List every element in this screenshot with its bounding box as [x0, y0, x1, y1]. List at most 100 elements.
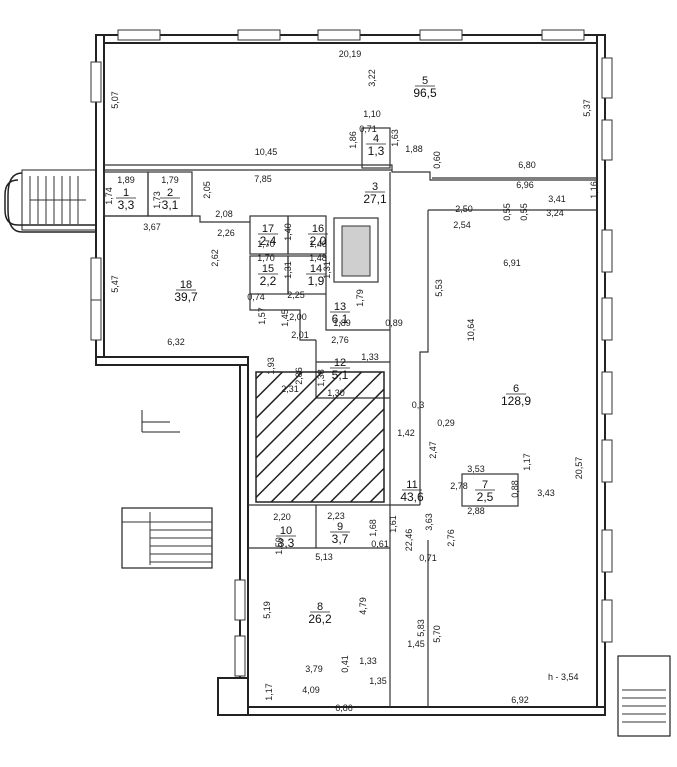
- room-area: 27,1: [363, 192, 387, 206]
- dimension-label: 1,31: [283, 261, 293, 279]
- dimension-label: 10,45: [255, 147, 278, 157]
- dimension-label: 2,76: [331, 335, 349, 345]
- dimension-label: 1,86: [348, 131, 358, 149]
- dimension-label: 7,85: [254, 174, 272, 184]
- dimension-label: 1,89: [333, 318, 351, 328]
- dimension-label: 1,89: [117, 175, 135, 185]
- dimension-label: 1,63: [390, 129, 400, 147]
- room-number: 7: [482, 479, 488, 491]
- room-area: 39,7: [174, 290, 198, 304]
- room-area: 26,2: [308, 612, 332, 626]
- room-area: 3,3: [118, 198, 135, 212]
- dimension-label: 2,20: [273, 512, 291, 522]
- room-area: 2,0: [310, 234, 327, 248]
- room-area: 3,7: [332, 532, 349, 546]
- dimension-label: 22,46: [404, 529, 414, 552]
- room-number: 18: [180, 279, 192, 291]
- dimension-label: 1,40: [283, 223, 293, 241]
- dimension-label: 0,29: [437, 418, 455, 428]
- room-area: 3,1: [162, 198, 179, 212]
- room-number: 11: [406, 479, 417, 491]
- dimension-label: 4,09: [302, 685, 320, 695]
- dimension-label: 0,3: [412, 400, 425, 410]
- hatched-shaft: [255, 371, 385, 503]
- dimension-label: 1,46: [309, 239, 327, 249]
- dimension-label: 0,71: [419, 553, 437, 563]
- dimension-label: 3,24: [546, 208, 564, 218]
- room-number: 12: [334, 357, 346, 369]
- room-area: 96,5: [413, 86, 437, 100]
- dimension-label: 6,92: [511, 695, 529, 705]
- dimension-label: 6,86: [335, 703, 353, 713]
- room-area: 1,9: [308, 274, 325, 288]
- dimension-label: 1,31: [322, 261, 332, 279]
- dimension-label: 1,68: [368, 519, 378, 537]
- dimension-label: 0,61: [371, 539, 389, 549]
- dimension-label: 2,76: [446, 529, 456, 547]
- dimension-label: 5,13: [315, 552, 333, 562]
- dimension-label: 2,08: [215, 209, 233, 219]
- dimension-label: 1,70: [257, 239, 275, 249]
- room-area: 2,2: [260, 274, 277, 288]
- dimension-label: 6,32: [167, 337, 185, 347]
- room-area: 3,3: [278, 536, 295, 550]
- dimension-label: 2,26: [217, 228, 235, 238]
- dimension-label: 1,38: [316, 369, 326, 387]
- dimension-label: 20,19: [339, 49, 362, 59]
- dimension-label: 0,74: [247, 292, 265, 302]
- height-mark: h - 3,54: [548, 672, 579, 682]
- dimension-label: 5,70: [432, 625, 442, 643]
- room-number: 15: [262, 263, 274, 275]
- dimension-label: 0,89: [385, 318, 403, 328]
- dimension-label: 2,25: [287, 290, 305, 300]
- dimension-label: 1,93: [266, 357, 276, 375]
- room-number: 17: [262, 223, 274, 235]
- dimension-label: 2,86: [294, 367, 304, 385]
- dimension-label: 5,83: [416, 619, 426, 637]
- room-area: 1,3: [368, 144, 385, 158]
- room-area: 5,1: [332, 368, 349, 382]
- dimension-label: 1,10: [363, 109, 381, 119]
- dimension-label: 3,43: [537, 488, 555, 498]
- dimension-label: 1,79: [355, 289, 365, 307]
- room-area: 6,1: [332, 312, 349, 326]
- dimension-label: 1,33: [361, 352, 379, 362]
- room-number: 8: [317, 601, 323, 613]
- dimension-label: 1,30: [327, 388, 345, 398]
- dimension-label: 3,63: [424, 513, 434, 531]
- dimension-label: 0,71: [359, 124, 377, 134]
- dimension-label: 1,17: [264, 683, 274, 701]
- dimension-label: 1,45: [280, 309, 290, 327]
- dimension-label: 1,50: [274, 537, 284, 555]
- windows: [90, 29, 613, 677]
- dimension-label: 0,55: [519, 203, 529, 221]
- dimension-label: 2,78: [450, 481, 468, 491]
- room-number: 6: [513, 383, 519, 395]
- dimension-label: 1,45: [407, 639, 425, 649]
- stairs-right: [617, 655, 671, 737]
- dimension-label: 6,91: [503, 258, 521, 268]
- room-number: 13: [334, 301, 346, 313]
- dimension-label: 0,55: [502, 203, 512, 221]
- room-number: 9: [337, 521, 343, 533]
- dimension-label: 5,53: [434, 279, 444, 297]
- dimension-label: 1,16: [589, 181, 599, 199]
- dimension-label: 3,53: [467, 464, 485, 474]
- dimension-label: 2,00: [289, 312, 307, 322]
- room-number: 3: [372, 181, 378, 193]
- dimension-label: 2,47: [428, 441, 438, 459]
- dimension-label: 3,79: [305, 664, 323, 674]
- dimension-label: 3,41: [548, 194, 566, 204]
- dimension-label: 1,73: [152, 191, 162, 209]
- dimension-label: 1,48: [309, 253, 327, 263]
- interior-walls: [103, 127, 597, 707]
- dimension-label: 2,01: [291, 330, 309, 340]
- dimension-label: 1,57: [257, 307, 267, 325]
- dimension-label: 6,80: [518, 160, 536, 170]
- dimension-label: 1,33: [359, 656, 377, 666]
- dimension-label: 1,79: [161, 175, 179, 185]
- dimension-label: 1,17: [522, 453, 532, 471]
- dimension-label: 5,47: [110, 275, 120, 293]
- dimension-label: 10,64: [466, 319, 476, 342]
